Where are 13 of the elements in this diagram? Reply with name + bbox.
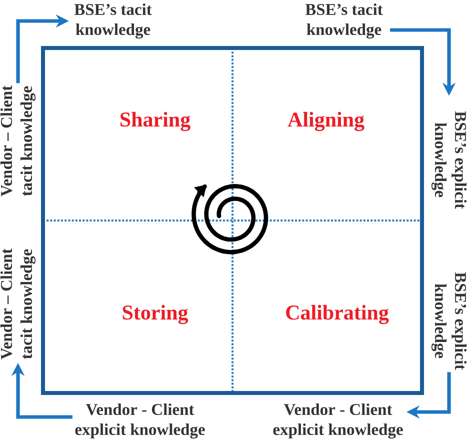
text-label: BSE’s explicit knowledge [431, 272, 467, 370]
square-frame [41, 46, 424, 395]
text-label: Vendor - Client explicit knowledge [273, 403, 403, 439]
quadrant-label: Storing [122, 304, 188, 324]
text-label: Vendor – Client tacit knowledge [0, 248, 36, 360]
text-label: BSE’s tacit knowledge [305, 3, 383, 39]
text-label: Vendor - Client explicit knowledge [75, 403, 205, 439]
quadrant-label: Calibrating [286, 304, 389, 324]
quadrant-label: Aligning [288, 112, 364, 132]
text-label: BSE’s tacit knowledge [74, 3, 152, 39]
text-label: Vendor – Client tacit knowledge [0, 85, 36, 196]
quadrant-label: Sharing [120, 112, 190, 132]
text-label: BSE’s explicit knowledge [431, 111, 467, 209]
